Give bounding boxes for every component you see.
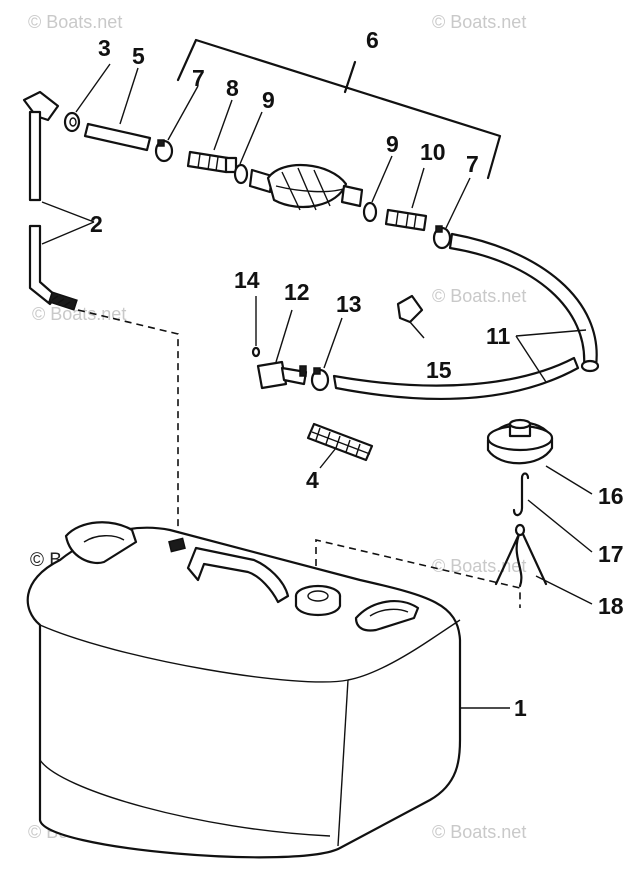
hose-clamp-right <box>432 225 452 250</box>
guide-line-cap <box>315 538 521 608</box>
callout-14: 14 <box>234 267 260 293</box>
short-hose <box>83 122 152 152</box>
fuel-filter <box>306 422 374 462</box>
callout-16: 16 <box>598 483 624 509</box>
fitting-left <box>186 150 238 174</box>
callout-7-right: 7 <box>466 151 479 177</box>
callout-17: 17 <box>598 541 624 567</box>
fuel-tank <box>26 521 462 859</box>
retaining-hook <box>512 476 524 517</box>
callout-4: 4 <box>306 467 319 493</box>
group-bracket <box>176 38 502 180</box>
callout-9-right: 9 <box>386 131 399 157</box>
o-ring-right <box>362 201 378 223</box>
callout-1: 1 <box>514 695 527 721</box>
fitting-right <box>384 208 428 232</box>
pickup-tube <box>22 90 78 311</box>
filler-cap <box>486 418 554 465</box>
o-ring-left <box>233 163 249 185</box>
watermark-bottom-right: © Boats.net <box>432 822 526 842</box>
callout-9-left: 9 <box>262 87 275 113</box>
callout-12: 12 <box>284 279 310 305</box>
hose-clamp-left <box>154 139 174 163</box>
callout-3: 3 <box>98 35 111 61</box>
callout-2: 2 <box>90 211 103 237</box>
watermark-mid-left: © Boats.net <box>32 304 126 324</box>
watermark-mid-right: © Boats.net <box>432 286 526 306</box>
callout-15: 15 <box>426 357 452 383</box>
guide-line-tube <box>77 309 179 540</box>
hose-clip <box>396 294 424 324</box>
quick-connector <box>256 360 308 390</box>
watermark-top-right: © Boats.net <box>432 12 526 32</box>
callout-11: 11 <box>486 323 511 349</box>
callout-18: 18 <box>598 593 624 619</box>
callout-7-left: 7 <box>192 65 205 91</box>
callout-10: 10 <box>420 139 446 165</box>
callout-13: 13 <box>336 291 362 317</box>
cap-retainer <box>494 530 548 588</box>
primer-bulb <box>248 164 364 211</box>
callout-6: 6 <box>366 27 379 53</box>
leader-lines <box>41 63 593 709</box>
callout-labels: 3 5 6 7 8 9 9 10 7 2 14 12 13 11 15 4 16… <box>90 27 624 721</box>
watermark-lower-right: © Boats.net <box>432 556 526 576</box>
hose-clamp-connector <box>310 367 330 392</box>
watermark-top-left: © Boats.net <box>28 12 122 32</box>
callout-5: 5 <box>132 43 145 69</box>
washer <box>63 111 81 133</box>
callout-8: 8 <box>226 75 239 101</box>
small-o-ring <box>251 346 261 358</box>
